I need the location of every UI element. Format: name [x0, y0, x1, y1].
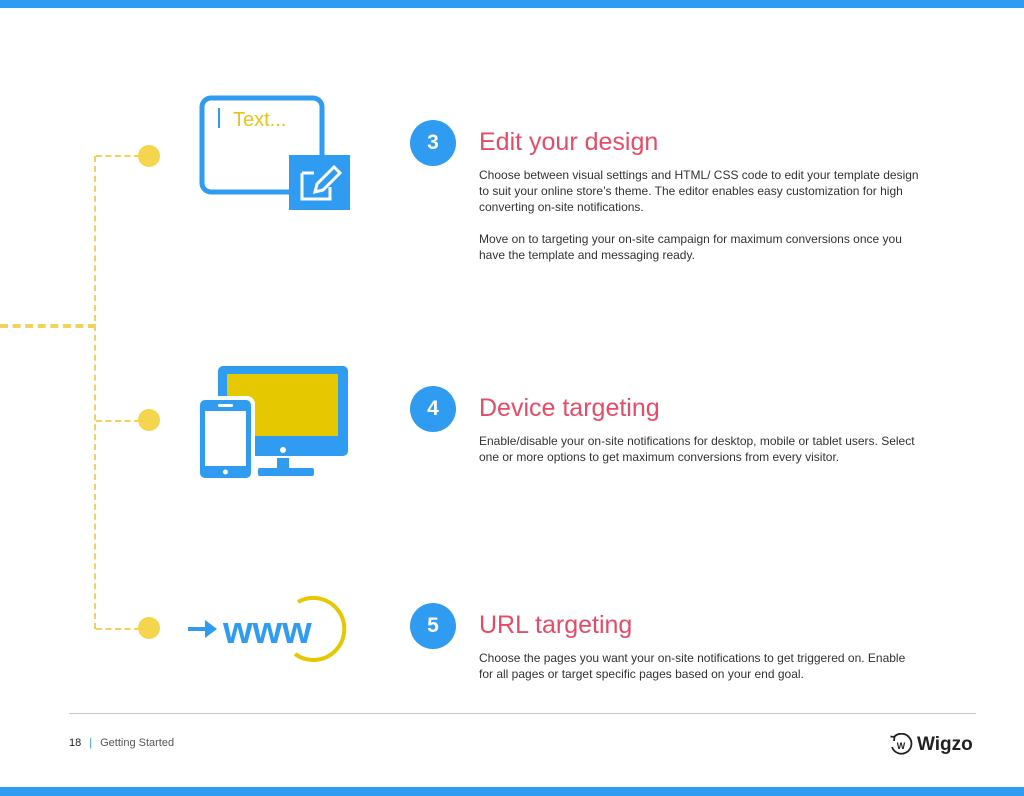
timeline-dot-4 [138, 409, 160, 431]
wigzo-logo-icon: W [890, 733, 913, 755]
step-4-paragraph: Enable/disable your on-site notification… [479, 434, 915, 464]
step-title-device-targeting: Device targeting [479, 394, 660, 422]
step-body-3: Choose between visual settings and HTML/… [479, 167, 919, 279]
section-name: Getting Started [100, 737, 175, 749]
timeline-branch-4 [96, 420, 140, 422]
wigzo-logo-mark: W [897, 741, 906, 751]
editor-text-label: Text... [233, 109, 286, 131]
step-title-url-targeting: URL targeting [479, 611, 633, 639]
timeline-dot-3 [138, 145, 160, 167]
timeline-branch-5 [96, 628, 140, 630]
timeline-spine [94, 156, 96, 629]
step-body-5: Choose the pages you want your on-site n… [479, 650, 919, 698]
footer-separator: | [89, 737, 93, 749]
page-number: 18 [69, 737, 82, 749]
timeline-branch-3 [96, 155, 140, 157]
step-3-paragraph: Move on to targeting your on-site campai… [479, 232, 902, 262]
step-title-edit-your-design: Edit your design [479, 128, 659, 156]
bottom-accent-bar [0, 787, 1024, 796]
devices-illustration [196, 364, 350, 482]
timeline-trunk [0, 324, 96, 328]
www-text: www [222, 610, 312, 652]
url-illustration: www [186, 592, 358, 666]
step-number-5: 5 [410, 603, 456, 649]
brand-name: Wigzo [917, 734, 973, 755]
footer-divider [69, 713, 976, 714]
step-number-3: 3 [410, 120, 456, 166]
top-accent-bar [0, 0, 1024, 8]
step-number-4: 4 [410, 386, 456, 432]
step-body-4: Enable/disable your on-site notification… [479, 433, 919, 481]
www-icon: www [188, 596, 347, 662]
step-5-paragraph: Choose the pages you want your on-site n… [479, 651, 906, 681]
timeline-dot-5 [138, 617, 160, 639]
editor-illustration: Text... [198, 95, 354, 215]
brand-logo: W Wigzo [889, 733, 973, 757]
footer: 18 | Getting Started [69, 737, 174, 749]
devices-icon [196, 366, 348, 480]
step-3-paragraph: Choose between visual settings and HTML/… [479, 168, 919, 214]
edit-icon [300, 164, 343, 201]
